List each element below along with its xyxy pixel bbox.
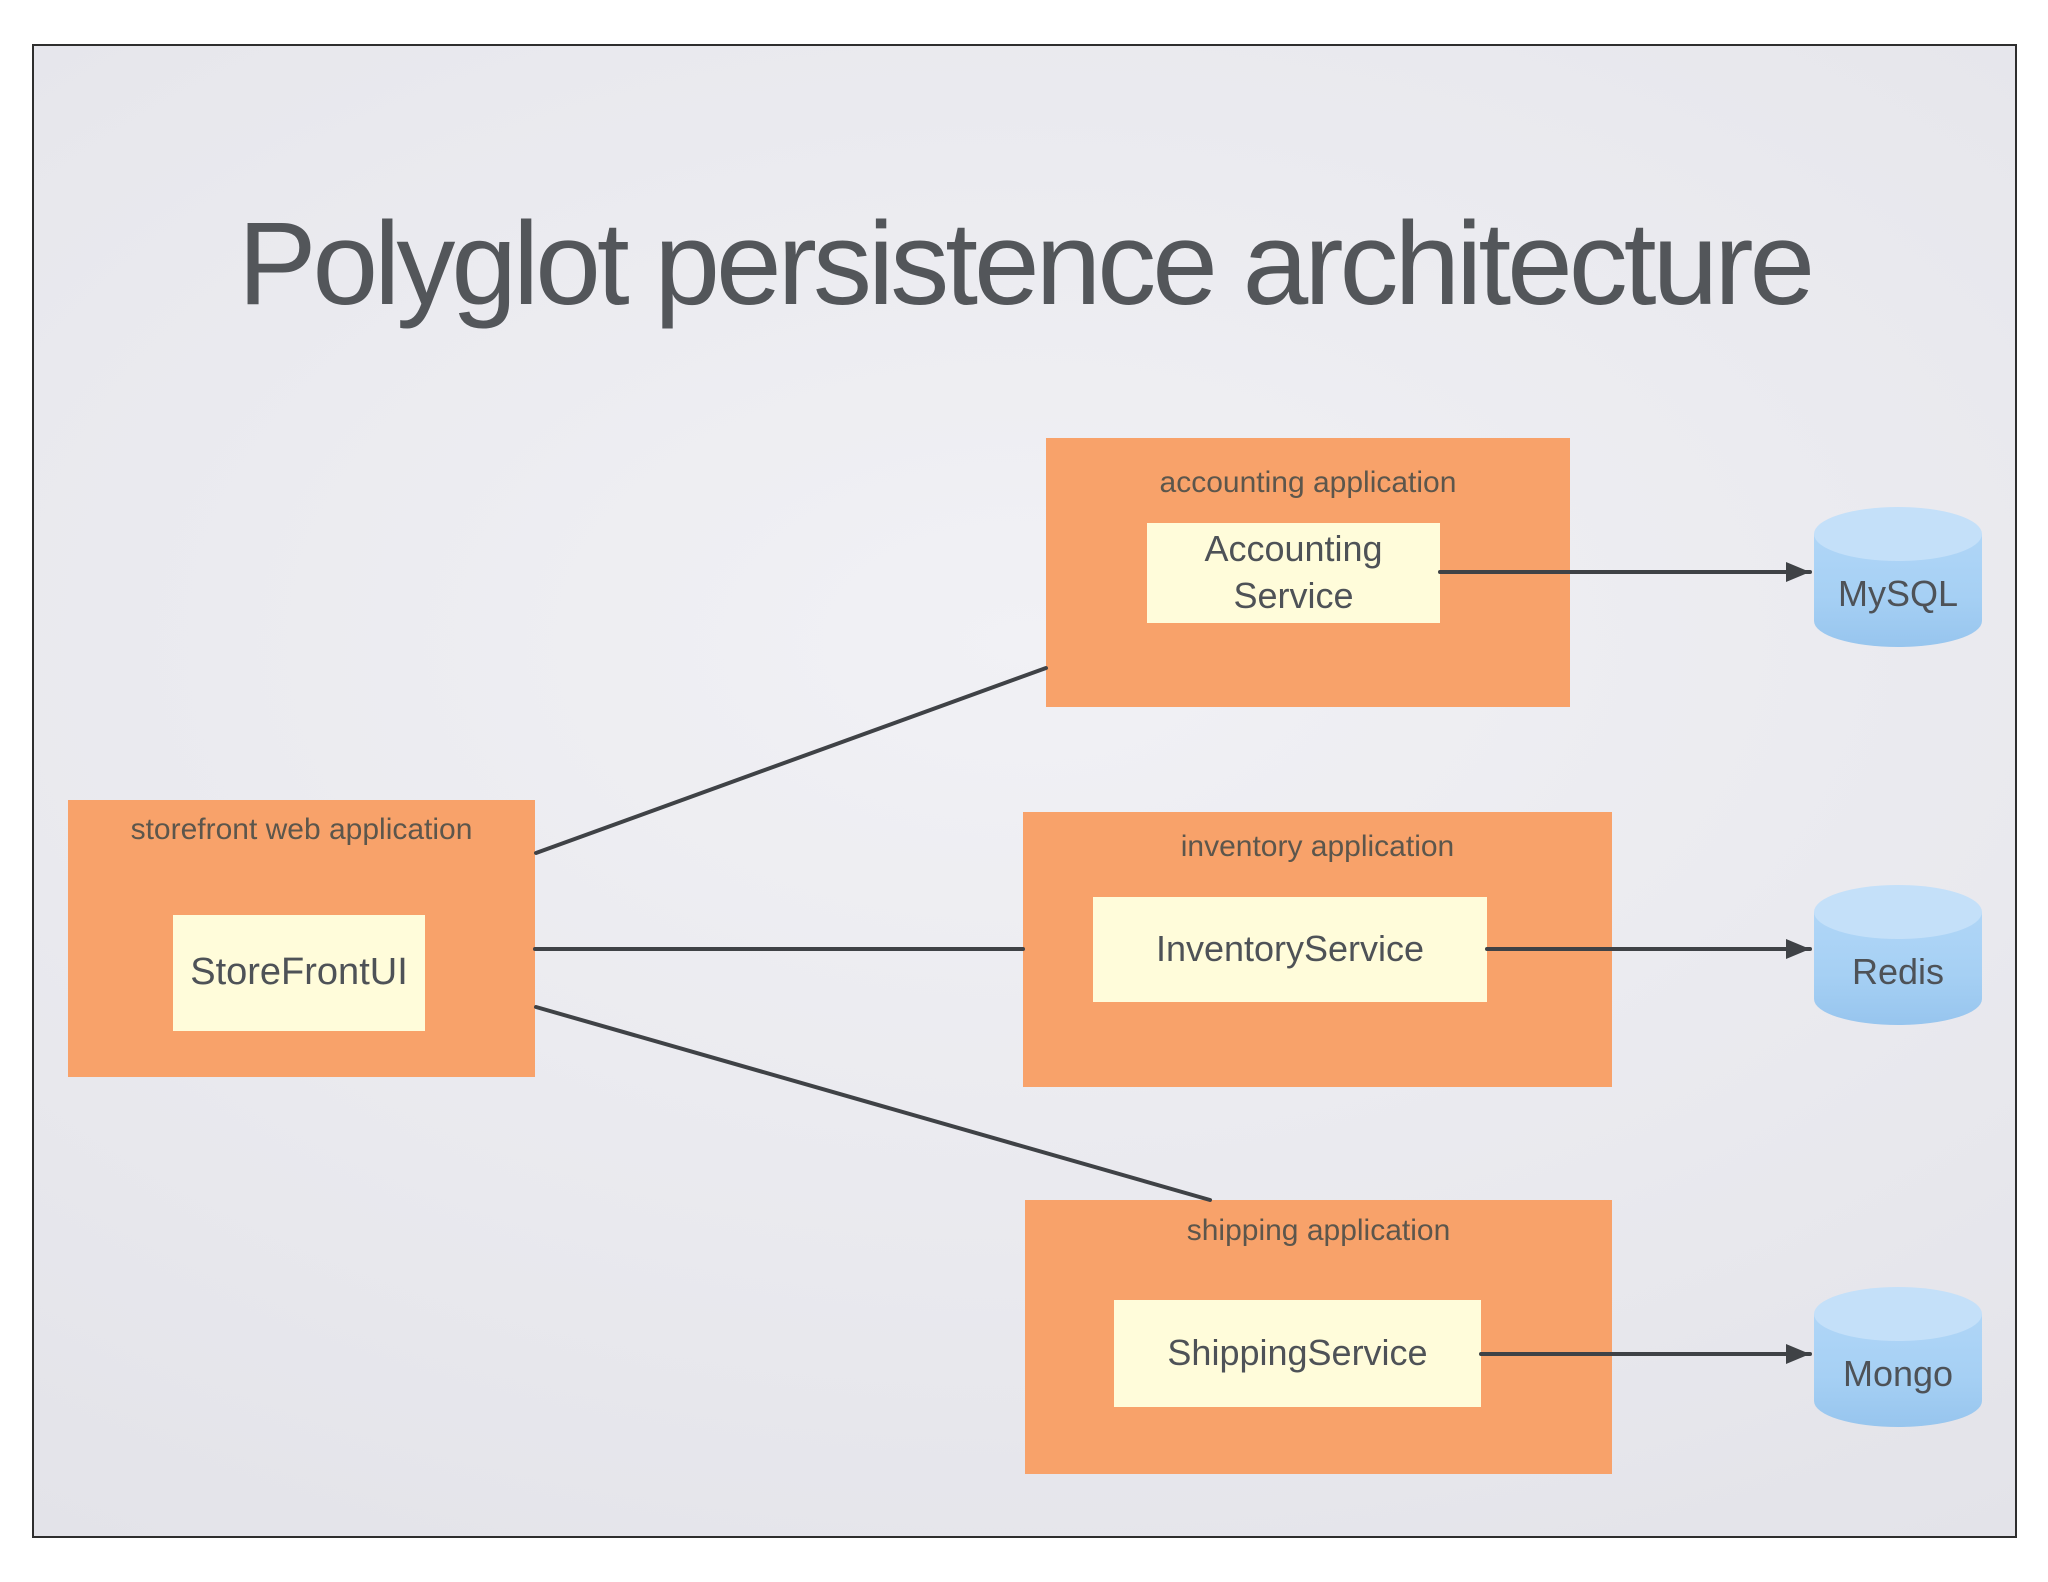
app-box-label: storefront web application <box>130 813 473 846</box>
database-cylinder-mongo: Mongo <box>1814 1287 1982 1427</box>
app-box-shipping: shipping application ShippingService <box>1025 1200 1612 1474</box>
edge-storefront-to-accounting <box>534 666 1048 855</box>
slide-canvas: Polyglot persistence architecture storef… <box>32 44 2017 1538</box>
service-box-accounting-service: Accounting Service <box>1147 523 1440 623</box>
service-label: InventoryService <box>1155 928 1425 970</box>
database-cylinder-redis: Redis <box>1814 885 1982 1025</box>
service-label: StoreFrontUI <box>190 951 408 994</box>
service-label: Accounting Service <box>1204 528 1383 616</box>
app-box-label: accounting application <box>1159 466 1457 499</box>
database-label: MySQL <box>1837 573 1959 614</box>
cylinder-top <box>1814 885 1982 939</box>
app-box-label: shipping application <box>1186 1214 1451 1247</box>
service-box-shippingservice: ShippingService <box>1114 1300 1481 1407</box>
service-label: ShippingService <box>1167 1332 1428 1374</box>
slide-title: Polyglot persistence architecture <box>237 198 1815 330</box>
database-label: Redis <box>1851 951 1945 992</box>
service-box-storefrontui: StoreFrontUI <box>173 915 425 1031</box>
cylinder-top <box>1814 507 1982 561</box>
app-box-inventory: inventory application InventoryService <box>1023 812 1612 1087</box>
database-cylinder-mysql: MySQL <box>1814 507 1982 647</box>
app-box-storefront: storefront web application StoreFrontUI <box>68 800 535 1077</box>
service-box-inventoryservice: InventoryService <box>1093 897 1487 1002</box>
app-box-accounting: accounting application Accounting Servic… <box>1046 438 1570 707</box>
app-box-label: inventory application <box>1180 830 1455 863</box>
database-label: Mongo <box>1842 1353 1954 1394</box>
cylinder-top <box>1814 1287 1982 1341</box>
